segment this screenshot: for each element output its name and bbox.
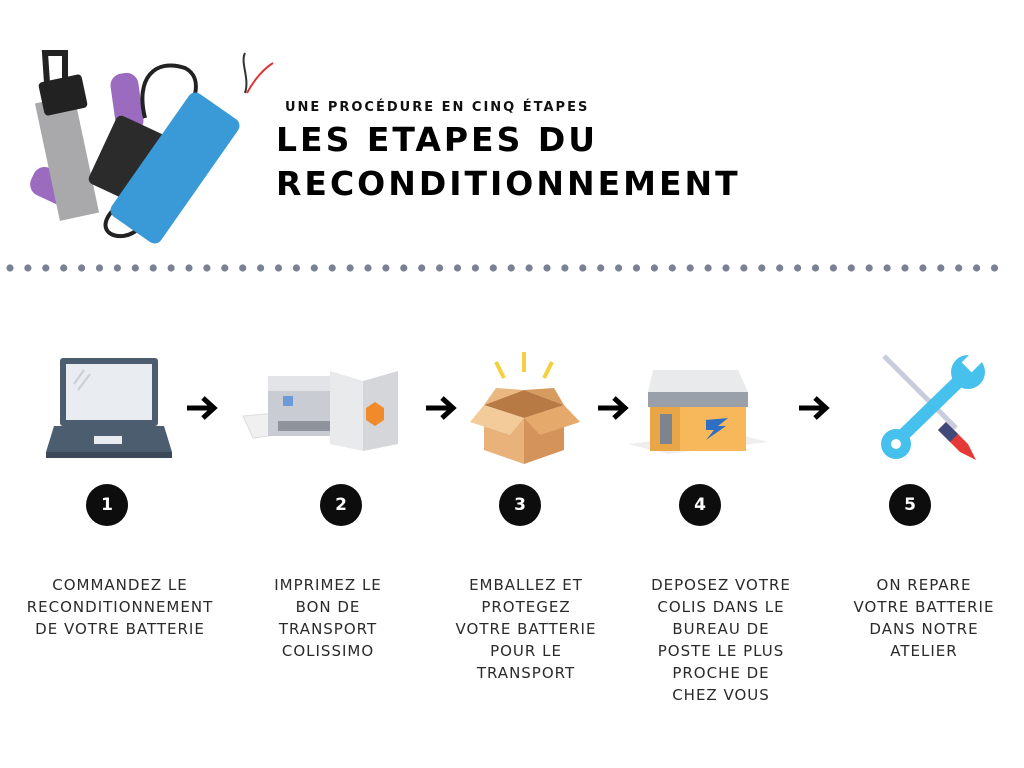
divider-dot [740,264,748,272]
divider-dot [24,264,32,272]
divider-dot [131,264,139,272]
arrow-right-icon [187,396,218,420]
step-text-3: EMBALLEZ ET PROTEGEZ VOTRE BATTERIE POUR… [455,576,597,682]
divider-dot [525,264,533,272]
step-text-1: COMMANDEZ LE RECONDITIONNEMENT DE VOTRE … [26,576,214,638]
title-line-1: LES ETAPES DU [276,120,599,159]
divider-dot [919,264,927,272]
divider-dot [579,264,587,272]
divider-dot [6,264,14,272]
divider-dot [292,264,300,272]
divider-dot [203,264,211,272]
divider-dot [776,264,784,272]
divider-dot [274,264,283,272]
divider-dot [185,264,193,272]
divider-dot [42,264,50,272]
post-office-icon [628,370,768,454]
divider-dot [668,264,676,272]
divider-dot [471,264,479,272]
divider-dot [865,264,873,272]
step-number-2: 2 [320,484,362,526]
divider-dot [543,264,551,272]
divider-dot [829,264,838,272]
divider-dot [453,264,462,272]
divider-dot [632,264,641,272]
divider-dot [60,264,68,272]
tools-icon [881,350,985,460]
dotted-divider [6,264,999,272]
divider-dot [507,264,515,272]
printer-icon [242,371,398,451]
divider-dot [901,264,909,272]
divider-dot [364,264,372,272]
divider-dot [973,264,981,272]
divider-dot [722,264,730,272]
divider-dot [418,264,426,272]
divider-dot [615,264,623,272]
step-number-4: 4 [679,484,721,526]
divider-dot [78,264,86,272]
divider-dot [811,264,820,272]
divider-dot [239,264,247,272]
step-number-3: 3 [499,484,541,526]
divider-dot [310,264,318,272]
battery-illustration [30,50,274,244]
divider-dot [794,264,802,272]
divider-dot [847,264,855,272]
divider-dot [400,264,408,272]
divider-dot [221,264,229,272]
divider-dot [167,264,175,272]
divider-dot [883,264,891,272]
divider-dot [436,264,444,272]
divider-dot [113,264,121,272]
divider-dot [704,264,712,272]
divider-dot [489,264,497,272]
step-text-4: DEPOSEZ VOTRE COLIS DANS LE BUREAU DE PO… [651,576,791,704]
divider-dot [686,264,694,272]
laptop-icon [46,358,172,458]
arrow-right-icon [598,396,629,420]
divider-dot [990,264,999,272]
step-text-5: ON REPARE VOTRE BATTERIE DANS NOTRE ATEL… [853,576,995,660]
subtitle: UNE PROCÉDURE EN CINQ ÉTAPES [285,100,590,115]
box-icon [470,352,580,464]
divider-dot [149,264,157,272]
divider-dot [95,264,104,272]
page-title: LES ETAPES DU RECONDITIONNEMENT [276,118,741,206]
step-number-5: 5 [889,484,931,526]
divider-dot [758,264,766,272]
arrow-right-icon [799,396,830,420]
divider-dot [955,264,963,272]
divider-dot [328,264,336,272]
step-number-1: 1 [86,484,128,526]
divider-dot [597,264,605,272]
step-text-2: IMPRIMEZ LE BON DE TRANSPORT COLISSIMO [274,576,382,660]
divider-dot [382,264,390,272]
divider-dot [346,264,354,272]
divider-dot [650,264,659,272]
arrow-right-icon [426,396,457,420]
divider-dot [561,264,569,272]
divider-dot [257,264,265,272]
divider-dot [937,264,945,272]
title-line-2: RECONDITIONNEMENT [276,164,741,203]
